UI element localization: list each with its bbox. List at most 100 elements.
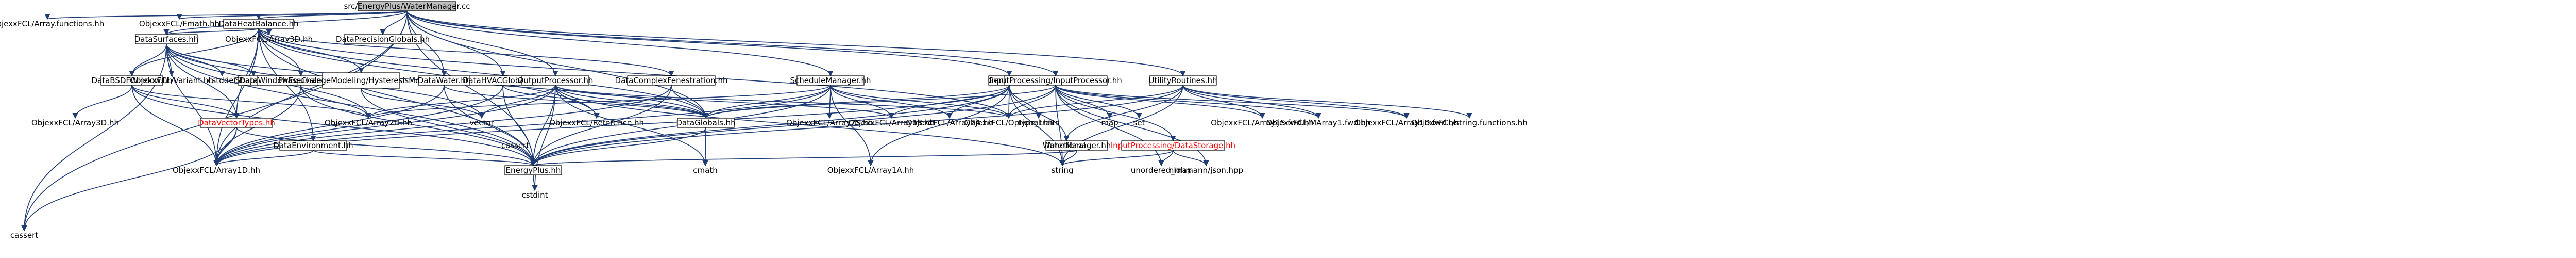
node-label-json: nlohmann/json.hpp xyxy=(1169,166,1243,175)
edge-outputprocessor-to-vector xyxy=(479,85,556,119)
node-box-watermanager xyxy=(1045,140,1108,151)
node-dataheatbalance[interactable]: DataHeatBalance.hh xyxy=(218,19,299,29)
node-label-functional: functional xyxy=(1047,141,1086,150)
edge-inputprocessor-to-string xyxy=(1055,85,1065,167)
edge-inputprocessor-to-array1s_fwd xyxy=(1055,85,1265,119)
node-label-datastorage: InputProcessing/DataStorage.hh xyxy=(1111,141,1235,150)
edge-inputprocessor-to-array1d_fwd xyxy=(1055,85,1410,119)
edge-schedulemanager-to-array2d xyxy=(365,85,831,119)
edge-root-to-dataprecisionglobals xyxy=(380,10,408,36)
node-utilityroutines[interactable]: UtilityRoutines.hh xyxy=(1149,75,1217,86)
edge-datawindowequivalentlayer-to-array2d xyxy=(300,85,371,119)
node-box-schedulemanager xyxy=(796,75,865,86)
node-cmath: cmath xyxy=(693,166,717,175)
node-phasechange[interactable]: PhaseChangeModeling/HysteresisModel.hh xyxy=(278,72,444,89)
edge-utilityroutines-to-functional xyxy=(1063,85,1183,142)
node-label-type_traits: type_traits xyxy=(1018,118,1059,128)
edge-watermanager-to-energyplus xyxy=(531,150,1077,167)
edge-schedulemanager-to-array1a xyxy=(830,85,874,167)
node-fmath: ObjexxFCL/Fmath.hh xyxy=(139,19,219,28)
edge-root-to-outputprocessor xyxy=(406,10,558,77)
node-unordered_map: unordered_map xyxy=(1131,166,1192,175)
edge-general-to-array1a xyxy=(868,85,1010,167)
edge-dataheatbalance-to-reference xyxy=(258,28,600,119)
node-inputprocessor[interactable]: InputProcessing/InputProcessor.hh xyxy=(989,75,1122,86)
edge-general-to-energyplus xyxy=(530,85,1010,167)
node-schedulemanager[interactable]: ScheduleManager.hh xyxy=(790,75,871,86)
node-label-datavectortypes: DataVectorTypes.hh xyxy=(198,118,275,127)
node-label-string: string xyxy=(1051,166,1073,175)
edge-root-to-datawater xyxy=(406,10,447,77)
edge-root-to-utilityroutines xyxy=(406,10,1186,77)
node-array2a: ObjexxFCL/Array2A.hh xyxy=(906,118,993,127)
node-datacomplexfenestration[interactable]: DataComplexFenestration.hh xyxy=(615,75,728,86)
edge-datastorage-to-string xyxy=(1059,150,1174,167)
node-box-utilityroutines xyxy=(1149,75,1217,86)
node-dataglobals[interactable]: DataGlobals.hh xyxy=(676,118,736,128)
node-label-cmath: cmath xyxy=(693,166,717,175)
node-label-reference: ObjexxFCL/Reference.hh xyxy=(549,118,644,127)
node-array1s: ObjexxFCL/Array1S.hh xyxy=(848,118,935,127)
edge-databsdfwindow-to-array3d_hh xyxy=(72,85,132,119)
node-label-set: set xyxy=(1133,118,1145,127)
node-label-datawater: DataWater.hh xyxy=(418,76,471,85)
edge-inputprocessor-to-marray1_fwd xyxy=(1055,85,1321,119)
node-outputprocessor[interactable]: OutputProcessor.hh xyxy=(518,75,594,86)
node-array1d_fwd: ObjexxFCL/Array1D.fwd.hh xyxy=(1354,118,1459,127)
node-energyplus[interactable]: EnergyPlus.hh xyxy=(504,165,562,175)
node-datawater[interactable]: DataWater.hh xyxy=(418,75,471,86)
edge-datastorage-to-unordered_map xyxy=(1158,150,1174,167)
edge-outputprocessor-to-string xyxy=(555,85,1065,167)
node-label-variant: ObjexxFCL/Variant.hh xyxy=(130,76,213,85)
node-label-array_functions: ObjexxFCL/Array.functions.hh xyxy=(0,19,104,28)
node-box-phasechange xyxy=(322,72,400,89)
node-label-array3d: ObjexxFCL/Array3D.hh xyxy=(225,35,313,44)
node-label-array2d: ObjexxFCL/Array2D.hh xyxy=(325,118,412,127)
node-dataenvironment[interactable]: DataEnvironment.hh xyxy=(273,140,353,151)
node-variant: ObjexxFCL/Variant.hh xyxy=(130,76,213,85)
edge-phasechange-to-vector xyxy=(361,88,485,119)
edge-root-to-dataheatbalance xyxy=(256,10,408,20)
edge-utilityroutines-to-array1d_fwd xyxy=(1182,85,1410,119)
edge-root-to-array_functions xyxy=(45,10,408,20)
edge-utilityroutines-to-array1s_fwd xyxy=(1182,85,1265,119)
node-set: set xyxy=(1133,118,1145,127)
node-label-array3d_hh: ObjexxFCL/Array3D.hh xyxy=(31,118,119,127)
node-label-array1s_fwd: ObjexxFCL/Array1S.fwd.hh xyxy=(1211,118,1314,127)
node-label-cassert2: cassert xyxy=(501,141,529,150)
node-watermanager[interactable]: WaterManager.hh xyxy=(1043,140,1111,151)
edge-watermanager-to-string xyxy=(1059,150,1077,167)
node-dataprecisionglobals[interactable]: DataPrecisionGlobals.hh xyxy=(336,34,430,44)
node-cstddef: cstddef xyxy=(208,76,236,85)
node-box-inputprocessor xyxy=(1004,75,1108,86)
edge-energyplus-to-cstdint xyxy=(532,174,538,191)
edge-datasurfaces-to-cassert xyxy=(21,43,167,232)
edge-datawater-to-array1d xyxy=(213,85,445,167)
edge-outputprocessor-to-energyplus xyxy=(530,85,556,167)
edge-dataheatbalance-to-databsdfwindow xyxy=(129,28,259,77)
edge-outputprocessor-to-reference xyxy=(555,85,600,119)
node-datastorage[interactable]: InputProcessing/DataStorage.hh xyxy=(1111,140,1235,151)
node-box-datastorage xyxy=(1121,140,1225,151)
node-label-vector: vector xyxy=(469,118,494,127)
node-label-array2s: ObjexxFCL/Array2S.hh xyxy=(786,118,873,127)
edge-outputprocessor-to-cmath xyxy=(555,85,708,167)
node-box-datasurfaces xyxy=(135,34,198,44)
node-box-datacomplexfenestration xyxy=(627,75,716,86)
edge-outputprocessor-to-array2d xyxy=(365,85,556,119)
edge-utilityroutines-to-optional xyxy=(1006,85,1183,119)
node-array3d: ObjexxFCL/Array3D.hh xyxy=(225,35,313,44)
node-label-string_functions: ObjexxFCL/string.functions.hh xyxy=(1411,118,1527,127)
edge-root-to-general xyxy=(406,10,1012,77)
node-label-utilityroutines: UtilityRoutines.hh xyxy=(1149,76,1217,85)
node-string: string xyxy=(1051,166,1073,175)
node-datasurfaces[interactable]: DataSurfaces.hh xyxy=(134,34,199,44)
node-label-dataprecisionglobals: DataPrecisionGlobals.hh xyxy=(336,35,430,44)
node-label-array1d_fwd: ObjexxFCL/Array1D.fwd.hh xyxy=(1354,118,1459,127)
node-databsdfwindow[interactable]: DataBSDFWindow.hh xyxy=(91,75,173,86)
node-string_functions: ObjexxFCL/string.functions.hh xyxy=(1411,118,1527,127)
node-cstdint: cstdint xyxy=(521,190,548,200)
edge-dataheatbalance-to-array1d xyxy=(213,28,259,167)
node-datavectortypes[interactable]: DataVectorTypes.hh xyxy=(198,118,275,128)
node-label-energyplus: EnergyPlus.hh xyxy=(506,166,561,175)
